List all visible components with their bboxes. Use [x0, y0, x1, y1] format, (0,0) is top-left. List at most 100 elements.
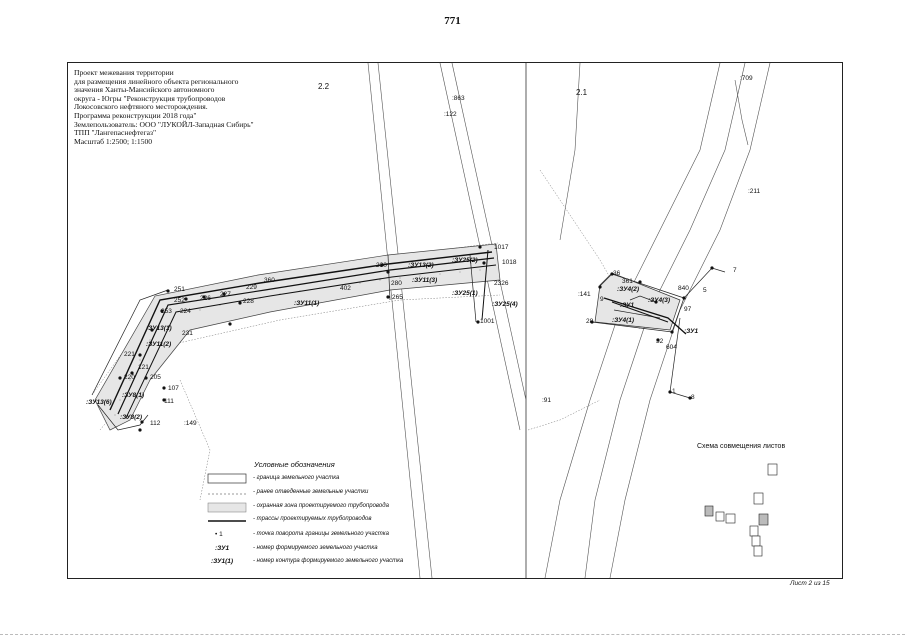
zu-label: :ЗУ25(1)	[452, 290, 478, 297]
parcel-label: 360	[264, 277, 275, 284]
zu-label: :ЗУ25(4)	[492, 301, 518, 308]
road-left	[367, 62, 527, 579]
parcel-label: 5	[703, 287, 707, 294]
parcel-label: 1017	[494, 244, 509, 251]
parcel-label: 224	[180, 308, 191, 315]
legend-symbols	[207, 473, 247, 522]
parcel-label: 253	[161, 308, 172, 315]
parcel-label: 32	[656, 338, 664, 345]
legend-text: - номер контура формируемого земельного …	[253, 558, 404, 564]
legend-sample: :ЗУ1	[215, 545, 230, 552]
parcel-label: 251	[174, 286, 185, 293]
zu-label: :ЗУ4(3)	[648, 297, 671, 304]
parcel-label: :211	[748, 188, 761, 195]
legend-row: - охранная зона проектируемого трубопров…	[207, 502, 437, 514]
scheme-title: Схема совмещения листов	[697, 443, 786, 450]
legend-text: - точка поворота границы земельного учас…	[253, 531, 389, 537]
protection-zone-left	[94, 243, 501, 431]
title-line: Локосовского нефтяного месторождения.	[74, 102, 208, 112]
page-edge-line	[0, 634, 905, 635]
legend-text: - трассы проектируемых трубопроводов	[253, 516, 372, 522]
parcel-label: 112	[150, 420, 161, 427]
legend-text: - граница земельного участка	[253, 475, 340, 481]
legend-row: - ранее отведенные земельные участки	[207, 488, 437, 500]
zu-label: :ЗУ4(2)	[617, 286, 640, 293]
legend-row: :ЗУ1 - номер формируемого земельного уча…	[207, 544, 437, 556]
zu-label: :ЗУ8(2)	[120, 414, 143, 421]
turn-points-left	[118, 245, 486, 432]
zu-label: :ЗУ13(1)	[146, 325, 172, 332]
parcel-label: 221	[124, 351, 135, 358]
parcel-label: 840	[678, 285, 689, 292]
parcel-label: 2326	[494, 280, 509, 287]
parcel-label: 97	[684, 306, 692, 313]
parcel-label: 1018	[502, 259, 517, 266]
title-line: Землепользователь: ООО "ЛУКОЙЛ-Западная …	[74, 119, 254, 129]
parcel-label: 230	[376, 262, 387, 269]
parcel-label: :149	[184, 420, 197, 427]
legend-text: - номер формируемого земельного участка	[253, 545, 378, 551]
zu-label: :ЗУ25(2)	[452, 257, 478, 264]
parcel-label: :709	[740, 75, 753, 82]
legend-sample: :ЗУ1(1)	[211, 558, 234, 565]
legend-text: - ранее отведенные земельные участки	[253, 489, 369, 495]
parcel-label: 280	[391, 280, 402, 287]
turn-points-right	[590, 266, 714, 400]
parcel-label: 1	[672, 388, 676, 395]
zu-label: :ЗУ8(1)	[122, 392, 145, 399]
legend-text: - охранная зона проектируемого трубопров…	[253, 503, 389, 509]
sheet-footer: Лист 2 из 15	[790, 580, 830, 587]
title-line: округа - Югры "Реконструкция трубопровод…	[74, 93, 226, 103]
parcel-label: :863	[452, 95, 465, 102]
pipeline-routes-right	[603, 297, 687, 335]
legend-row: - трассы проектируемых трубопроводов	[207, 515, 437, 527]
parcel-label: 226	[200, 295, 211, 302]
parcel-label: :141	[578, 291, 591, 298]
legend-title: Условные обозначения	[254, 460, 335, 469]
title-line: Масштаб 1:2500; 1:1500	[74, 136, 153, 146]
legend-row: :ЗУ1(1) - номер контура формируемого зем…	[207, 557, 437, 569]
zu-label: :ЗУ13(6)	[86, 399, 112, 406]
legend-row: • 1 - точка поворота границы земельного …	[207, 530, 437, 542]
sheet-label-left: 2.2	[318, 82, 330, 91]
parcel-label: 111	[164, 398, 174, 405]
parcel-label: 402	[340, 285, 351, 292]
parcel-label: 227	[220, 291, 231, 298]
parcel-label: :122	[444, 111, 457, 118]
title-line: для размещения линейного объекта региона…	[74, 76, 239, 86]
parcel-label: 7	[733, 267, 737, 274]
parcel-label: 231	[182, 330, 193, 337]
parcel-boundaries-left	[91, 254, 477, 431]
zu-label: :ЗУ11(1)	[294, 300, 320, 307]
zu-label: :ЗУ11(3)	[412, 277, 438, 284]
parcel-label: 228	[243, 298, 254, 305]
legend-row: - граница земельного участка	[207, 474, 437, 486]
title-line: Проект межевания территории	[74, 68, 174, 77]
parcel-label: 229	[246, 284, 257, 291]
zu-label: :ЗУ1	[620, 302, 635, 309]
page-number: 771	[444, 15, 461, 27]
title-line: Программа реконструкции 2018 года"	[74, 110, 197, 120]
parcel-label: 252	[174, 297, 185, 304]
parcel-label: 28	[586, 318, 594, 325]
parcel-label: 1001	[480, 318, 495, 325]
parcel-label: 265	[392, 294, 403, 301]
zu-label: :ЗУ13(2)	[408, 262, 434, 269]
parcel-label: 9	[600, 296, 604, 303]
legend-sample: • 1	[215, 531, 223, 538]
map-frame	[67, 62, 843, 579]
parcel-label: :91	[542, 397, 552, 404]
parcel-label: 8	[691, 394, 695, 401]
title-line: ТПП "Лангепаснефтегаз"	[74, 128, 157, 138]
parcel-label: 220	[124, 374, 135, 381]
parcel-label: 36	[613, 270, 621, 277]
zu-label: :ЗУ1	[684, 328, 699, 335]
existing-parcels-right	[527, 169, 641, 431]
parcel-label: 121	[138, 364, 149, 371]
parcel-label: 107	[168, 385, 179, 392]
parcel-label: 604	[666, 344, 677, 351]
zu-label: :ЗУ11(2)	[146, 341, 172, 348]
parcel-label: 205	[150, 374, 161, 381]
title-block: Проект межевания территории для размещен…	[74, 68, 314, 146]
